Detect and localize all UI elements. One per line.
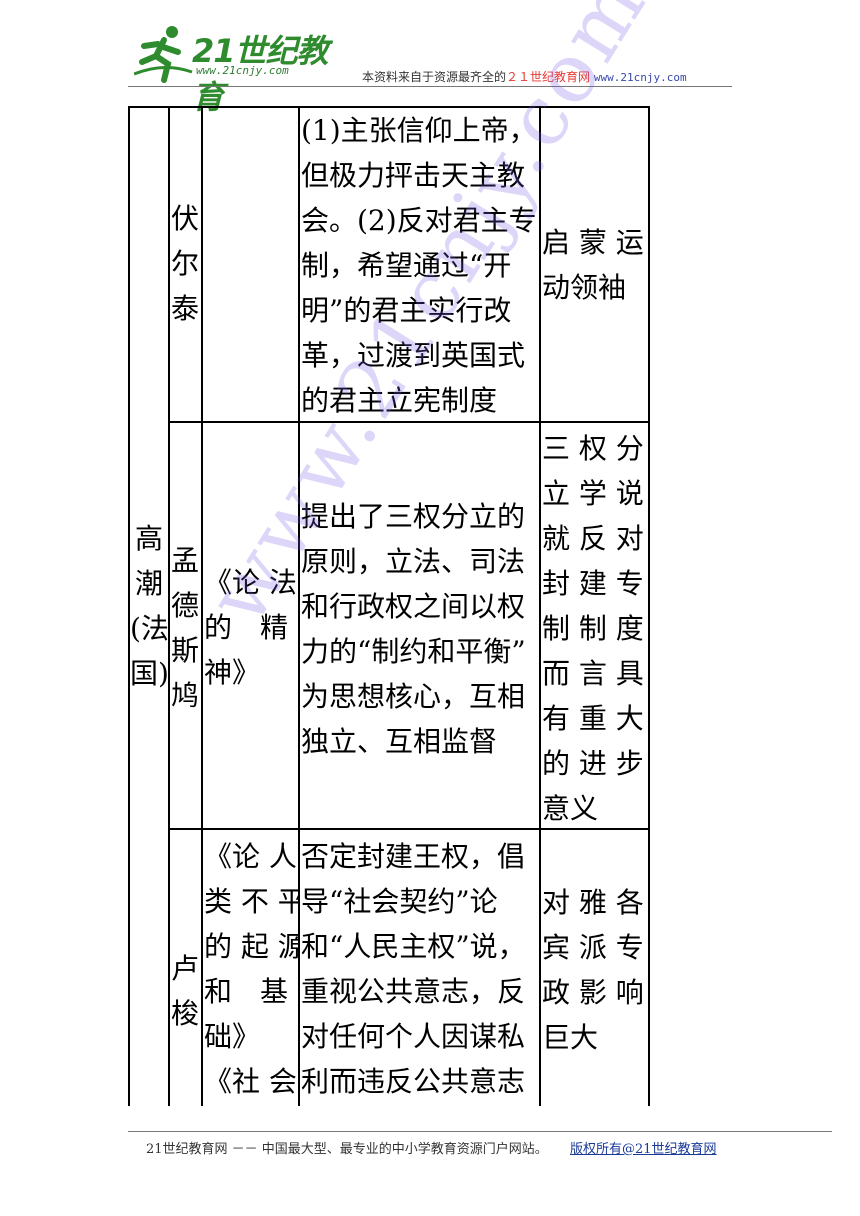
site-logo: 21世纪教育 www.21cnjy.com: [133, 22, 344, 116]
header-note-brand[interactable]: ２１世纪教育网: [506, 70, 591, 84]
logo-text: 21世纪教育: [192, 32, 329, 116]
table-row-divider: [168, 421, 650, 423]
table-row-divider: [168, 828, 650, 830]
footer-text: 21世纪教育网 －－ 中国最大型、最专业的中小学教育资源门户网站。: [146, 1142, 548, 1157]
header-note-prefix: 本资料来自于资源最齐全的: [362, 70, 507, 84]
runner-logo-icon: [133, 26, 193, 83]
table-border-left: [128, 106, 130, 1106]
thinker-idea: 否定封建王权，倡 导“社会契约”论 和“人民主权”说， 重视公共意志，反 对任何…: [301, 840, 526, 1098]
thinker-name: 伏 尔 泰: [171, 202, 200, 325]
table-border-right: [648, 106, 650, 1106]
header-divider: [128, 86, 732, 87]
table-border-top: [128, 106, 650, 108]
footer-divider: [128, 1131, 832, 1132]
thinker-significance: 对 雅 各 宾 派 专 政 影 响 巨大: [542, 886, 644, 1054]
thinker-name: 孟 德 斯 鸠: [171, 544, 200, 712]
table-col-divider: [298, 106, 300, 1106]
footer-copyright-link[interactable]: 版权所有@21世纪教育网: [570, 1142, 717, 1157]
thinker-name: 卢 梭: [171, 952, 200, 1030]
thinker-work: 《论 法 的 精 神》: [204, 566, 297, 689]
thinker-idea: 提出了三权分立的 原则，立法、司法 和行政权之间以权 力的“制约和平衡” 为思想…: [301, 500, 526, 758]
table-col-divider: [539, 106, 541, 1106]
table-col-divider: [201, 106, 203, 1106]
logo-url: www.21cnjy.com: [196, 64, 289, 77]
thinker-idea: (1)主张信仰上帝， 但极力抨击天主教 会。(2)反对君主专 制，希望通过“开 …: [301, 114, 537, 417]
thinker-significance: 启 蒙 运 动领袖: [542, 226, 644, 304]
header-note: 本资料来自于资源最齐全的２１世纪教育网 www.21cnjy.com: [362, 68, 687, 85]
thinker-work: 《论 人 类 不 平 的 起 源 和 基 础》 《社 会: [204, 840, 298, 1098]
thinker-significance: 三 权 分 立 学 说 就 反 对 封 建 专 制 制 度 而 言 具 有 重 …: [542, 432, 644, 825]
table-col-divider: [168, 106, 170, 1106]
group-label: 高 潮 (法 国): [130, 522, 168, 690]
header-note-url[interactable]: www.21cnjy.com: [593, 71, 687, 84]
